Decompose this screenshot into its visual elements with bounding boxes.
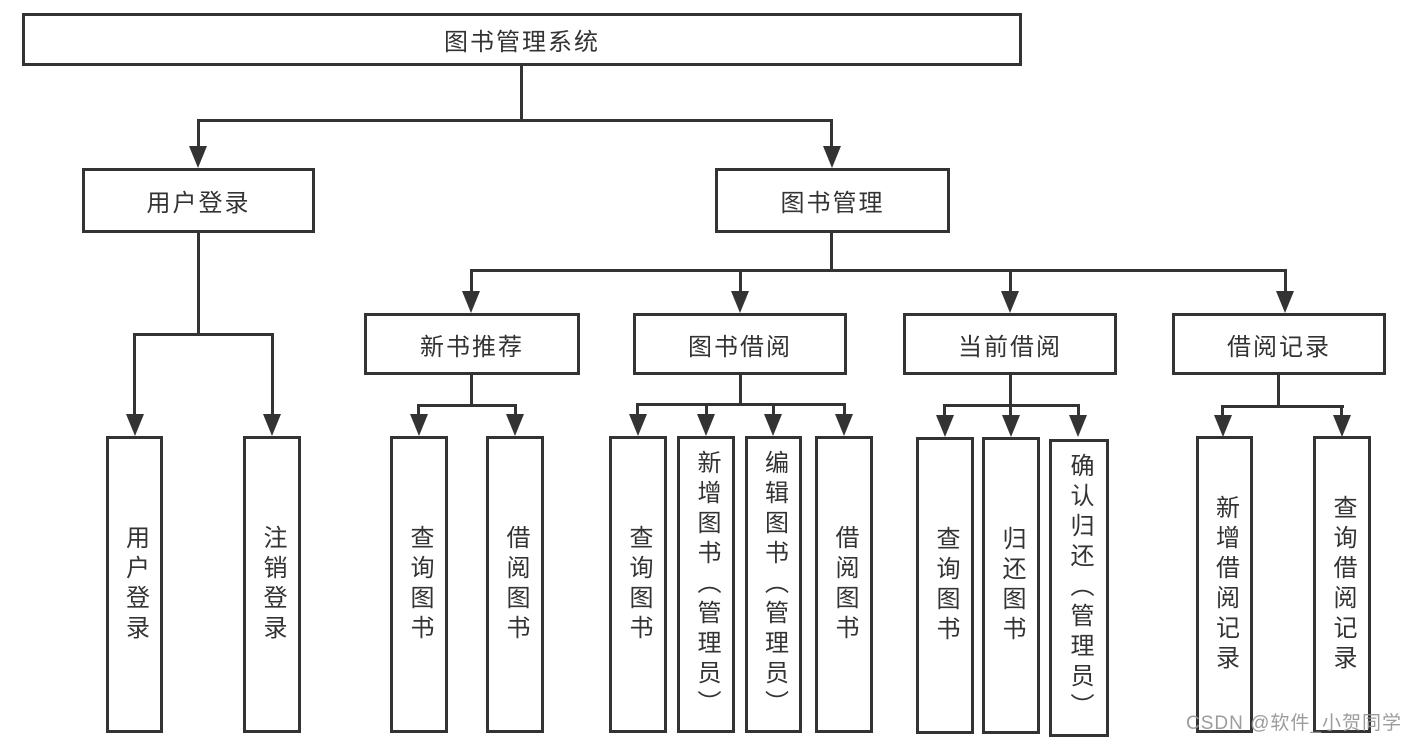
leaf-borrow-books: 借阅图书 — [486, 436, 544, 733]
arrow-down-icon — [1276, 291, 1294, 313]
arrow-down-icon — [126, 414, 144, 436]
leaf-user-login: 用户登录 — [106, 436, 163, 733]
arrow-down-icon — [731, 291, 749, 313]
arrow-down-icon — [1001, 291, 1019, 313]
leaf-borrow-books: 借阅图书 — [815, 436, 873, 733]
arrow-down-icon — [189, 146, 207, 168]
leaf-query-books: 查询图书 — [609, 436, 667, 733]
connector-line — [943, 404, 946, 417]
node-current-borrow: 当前借阅 — [903, 313, 1117, 375]
connector-line — [1277, 375, 1280, 407]
arrow-down-icon — [1214, 415, 1232, 437]
leaf-query-borrow-record: 查询借阅记录 — [1313, 436, 1371, 733]
connector-line — [739, 375, 742, 405]
connector-line — [1221, 405, 1344, 408]
connector-line — [830, 233, 833, 271]
connector-line — [739, 269, 742, 293]
connector-line — [197, 233, 200, 335]
leaf-confirm-return-admin: 确认归还（管理员） — [1049, 439, 1109, 737]
arrow-down-icon — [764, 414, 782, 436]
connector-line — [470, 375, 473, 406]
connector-line — [1221, 405, 1224, 417]
connector-line — [133, 333, 274, 336]
leaf-query-books: 查询图书 — [916, 437, 974, 734]
connector-line — [520, 66, 523, 122]
arrow-down-icon — [835, 414, 853, 436]
arrow-down-icon — [506, 414, 524, 436]
connector-line — [705, 403, 708, 416]
watermark: CSDN @软件_小贺同学 — [1186, 713, 1402, 734]
connector-line — [1009, 404, 1012, 417]
leaf-edit-books-admin: 编辑图书（管理员） — [745, 436, 802, 733]
connector-line — [1077, 404, 1080, 417]
node-book-borrow: 图书借阅 — [633, 313, 847, 375]
arrow-down-icon — [823, 146, 841, 168]
connector-line — [636, 403, 846, 406]
connector-line — [1009, 269, 1012, 293]
node-book-management: 图书管理 — [715, 168, 950, 233]
leaf-return-books: 归还图书 — [982, 437, 1040, 734]
connector-line — [133, 333, 136, 416]
node-user-login: 用户登录 — [82, 168, 315, 233]
connector-line — [636, 403, 639, 416]
connector-line — [514, 404, 517, 416]
connector-line — [470, 269, 1286, 272]
arrow-down-icon — [1333, 415, 1351, 437]
connector-line — [1009, 375, 1012, 406]
arrow-down-icon — [462, 291, 480, 313]
arrow-down-icon — [1002, 415, 1020, 437]
leaf-logout: 注销登录 — [243, 436, 301, 733]
arrow-down-icon — [629, 414, 647, 436]
node-borrow-records: 借阅记录 — [1172, 313, 1386, 375]
leaf-query-books: 查询图书 — [390, 436, 448, 733]
connector-line — [772, 403, 775, 416]
connector-line — [197, 119, 833, 122]
connector-line — [197, 119, 200, 149]
connector-line — [830, 119, 833, 149]
connector-line — [1340, 405, 1343, 417]
connector-line — [417, 404, 420, 416]
arrow-down-icon — [936, 415, 954, 437]
connector-line — [271, 333, 274, 416]
arrow-down-icon — [1069, 415, 1087, 437]
arrow-down-icon — [410, 414, 428, 436]
connector-line — [1284, 269, 1287, 293]
leaf-add-borrow-record: 新增借阅记录 — [1196, 436, 1253, 733]
node-new-book-recommend: 新书推荐 — [364, 313, 580, 375]
arrow-down-icon — [263, 414, 281, 436]
arrow-down-icon — [697, 414, 715, 436]
connector-line — [843, 403, 846, 416]
node-library-system: 图书管理系统 — [22, 13, 1022, 66]
connector-line — [470, 269, 473, 293]
connector-line — [417, 404, 517, 407]
leaf-add-books-admin: 新增图书（管理员） — [677, 436, 735, 733]
